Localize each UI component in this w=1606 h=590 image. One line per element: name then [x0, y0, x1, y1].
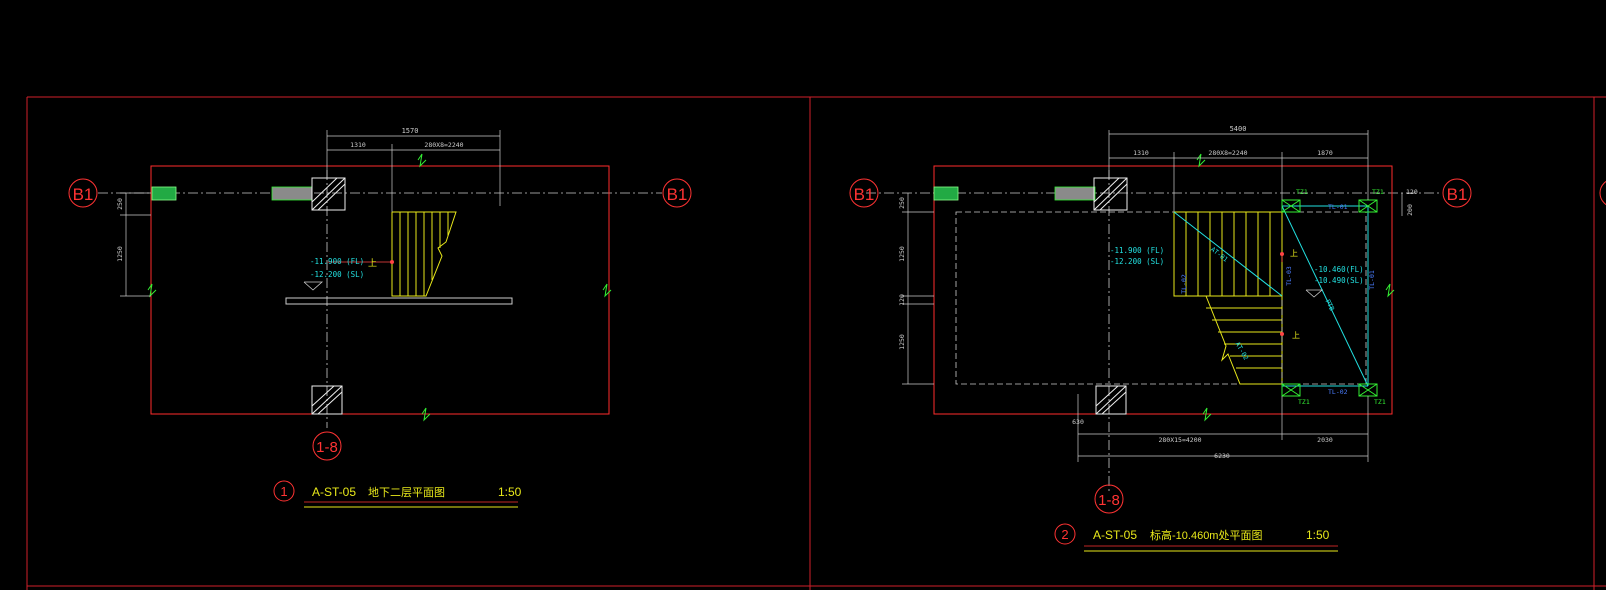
axis-label: 1-8	[1098, 492, 1120, 509]
plan-view-1[interactable]: 1570 1310 280X8=2240 250 1250 -11.900 (F…	[68, 127, 692, 508]
level-left-fl: -11.900 (FL)	[1110, 246, 1164, 255]
slab-outline	[955, 211, 1367, 385]
beam-marker	[271, 186, 313, 201]
dim-bottom-2: 280X15=4200	[1158, 436, 1201, 444]
title-name: 标高-10.460m处平面图	[1150, 528, 1262, 542]
dim-bottom-3: 2030	[1317, 436, 1333, 444]
title-scale: 1:50	[498, 485, 522, 499]
dim-left-1: 250	[116, 198, 124, 210]
dim-top-2: 280X8=2240	[1208, 149, 1247, 157]
dim-bottom-total: 6230	[1214, 452, 1230, 460]
title-number: 2	[1061, 527, 1068, 542]
title-number: 1	[280, 484, 287, 499]
hatched-column-top	[311, 177, 346, 211]
axis-bubble-partial	[1599, 180, 1606, 206]
stair-label-3: PTB	[1324, 298, 1336, 312]
plan-view-2[interactable]: TZ1 TZ1 TZ1 TZ1 TL-01 TL-02 TL-03 TL-01 …	[849, 125, 1472, 552]
ledge	[285, 297, 513, 305]
arrow-dot-1	[1280, 252, 1284, 256]
beam-label-3: TL-03	[1285, 266, 1293, 286]
wall-outline	[933, 165, 1393, 415]
sheet-frame	[26, 96, 1606, 590]
up-mark-2: 上	[1292, 331, 1300, 340]
break-marks	[1196, 153, 1395, 422]
beam-label-5: TL-02	[1180, 274, 1188, 294]
axis-bubble-b1-right[interactable]: B1	[662, 178, 692, 208]
level-right-sl: -10.490(SL)	[1314, 276, 1364, 285]
title-scale: 1:50	[1306, 528, 1330, 542]
dim-left-2: 1250	[898, 246, 906, 262]
hatched-column-top	[1093, 177, 1128, 211]
column-marker	[151, 186, 177, 201]
dim-top-left: 1310	[350, 141, 366, 149]
dimension-lines	[120, 130, 501, 297]
axis-bubble-1-8[interactable]: 1-8	[1094, 484, 1124, 514]
tz1-label-3: TZ1	[1298, 398, 1310, 406]
beam-label-1: TL-01	[1328, 203, 1348, 211]
axis-label: 1-8	[316, 439, 338, 456]
title-code: A-ST-05	[1093, 528, 1137, 542]
level-symbol	[1305, 289, 1324, 298]
dim-top-total: 5400	[1230, 125, 1247, 133]
axis-label: B1	[73, 185, 94, 204]
tz1-label-2: TZ1	[1372, 188, 1384, 196]
wall-outline	[150, 165, 610, 415]
level-symbol	[303, 281, 324, 291]
hatched-column-bottom	[311, 385, 343, 415]
up-mark: 上	[368, 258, 377, 268]
axis-bubble-b1-left[interactable]: B1	[849, 178, 879, 208]
up-mark-1: 上	[1290, 249, 1298, 258]
stair-arrow-dot	[390, 260, 394, 264]
level-right-fl: -10.460(FL)	[1314, 265, 1364, 274]
title-code: A-ST-05	[312, 485, 356, 499]
break-marks	[147, 153, 612, 422]
beam-label-2: TL-02	[1328, 388, 1348, 396]
dim-top-1: 1310	[1133, 149, 1149, 157]
dim-left-3: 120	[898, 294, 906, 306]
beam-label-4: TL-01	[1368, 270, 1376, 290]
dim-top-right: 280X8=2240	[424, 141, 463, 149]
arrow-dot-2	[1280, 332, 1284, 336]
tz1-label-1: TZ1	[1296, 188, 1308, 196]
axis-lines	[98, 170, 662, 428]
view-title-2[interactable]: 2 A-ST-05 标高-10.460m处平面图 1:50	[1054, 523, 1338, 552]
axis-bubble-b1-right[interactable]: B1	[1442, 178, 1472, 208]
axis-bubble-b1-left[interactable]: B1	[68, 178, 98, 208]
level-fl: -11.900 (FL)	[310, 257, 364, 266]
stair-flight	[391, 211, 457, 297]
dim-bottom-1: 630	[1072, 418, 1084, 426]
dimension-lines	[902, 130, 1403, 462]
axis-label: B1	[1447, 185, 1468, 204]
axis-lines	[866, 170, 1440, 492]
section-diagonals	[1173, 205, 1369, 387]
level-sl: -12.200 (SL)	[310, 270, 364, 279]
dim-top-3: 1870	[1317, 149, 1333, 157]
hatched-column-bottom	[1095, 385, 1127, 415]
axis-label: B1	[854, 185, 875, 204]
dim-left-1: 250	[898, 197, 906, 209]
dim-top-total: 1570	[402, 127, 419, 135]
tz1-label-4: TZ1	[1374, 398, 1386, 406]
dim-left-2: 1250	[116, 246, 124, 262]
dim-right-2: 200	[1406, 204, 1414, 216]
axis-label: B1	[667, 185, 688, 204]
tz1-boxes	[1281, 199, 1378, 397]
view-title-1[interactable]: 1 A-ST-05 地下二层平面图 1:50	[273, 480, 522, 508]
title-name: 地下二层平面图	[368, 486, 445, 499]
axis-bubble-1-8[interactable]: 1-8	[312, 431, 342, 461]
beam-marker	[1054, 186, 1096, 201]
stair-label-1: AT-01	[1209, 245, 1229, 263]
level-left-sl: -12.200 (SL)	[1110, 257, 1164, 266]
dim-left-4: 1250	[898, 334, 906, 350]
dim-right-1: 120	[1406, 188, 1418, 196]
column-marker	[933, 186, 959, 201]
stair-flight-lower	[1205, 295, 1283, 385]
